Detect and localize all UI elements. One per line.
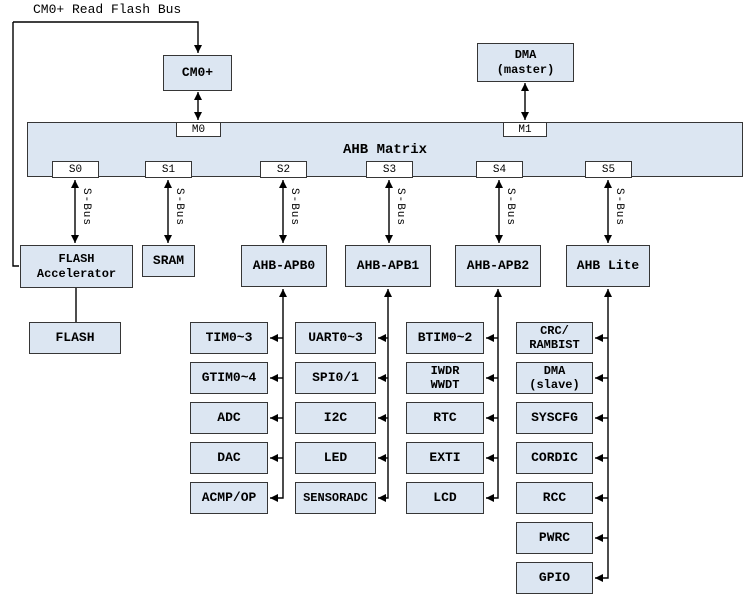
block-tim0-3: TIM0~3 — [190, 322, 268, 354]
block-i2c: I2C — [295, 402, 376, 434]
block-uart0-3: UART0~3 — [295, 322, 376, 354]
block-rcc: RCC — [516, 482, 593, 514]
block-iwdr-wwdt: IWDR WWDT — [406, 362, 484, 394]
sbus-label-s4: S-Bus — [504, 188, 516, 227]
block-pwrc: PWRC — [516, 522, 593, 554]
sbus-label-s3: S-Bus — [394, 188, 406, 227]
block-gpio: GPIO — [516, 562, 593, 594]
port-m1: M1 — [503, 122, 547, 137]
ahb-matrix-title: AHB Matrix — [342, 141, 427, 158]
block-flash: FLASH — [29, 322, 121, 354]
block-dma-slave: DMA (slave) — [516, 362, 593, 394]
block-adc: ADC — [190, 402, 268, 434]
block-acmp-op: ACMP/OP — [190, 482, 268, 514]
port-s1: S1 — [145, 161, 192, 178]
port-m0: M0 — [176, 122, 221, 137]
block-btim0-2: BTIM0~2 — [406, 322, 484, 354]
block-cordic: CORDIC — [516, 442, 593, 474]
block-ahb-apb1: AHB-APB1 — [345, 245, 431, 287]
block-crc-rambist: CRC/ RAMBIST — [516, 322, 593, 354]
block-led: LED — [295, 442, 376, 474]
port-s4: S4 — [476, 161, 523, 178]
block-ahb-apb0: AHB-APB0 — [241, 245, 327, 287]
sbus-label-s0: S-Bus — [80, 188, 92, 227]
block-sram: SRAM — [142, 245, 195, 277]
block-spi0-1: SPI0/1 — [295, 362, 376, 394]
block-cm0: CM0+ — [163, 55, 232, 91]
block-dac: DAC — [190, 442, 268, 474]
block-gtim0-4: GTIM0~4 — [190, 362, 268, 394]
port-s5: S5 — [585, 161, 632, 178]
port-s3: S3 — [366, 161, 413, 178]
sbus-label-s2: S-Bus — [288, 188, 300, 227]
block-sensoradc: SENSORADC — [295, 482, 376, 514]
block-ahb-apb2: AHB-APB2 — [455, 245, 541, 287]
block-lcd: LCD — [406, 482, 484, 514]
block-flash-accelerator: FLASH Accelerator — [20, 245, 133, 288]
block-exti: EXTI — [406, 442, 484, 474]
port-s0: S0 — [52, 161, 99, 178]
block-dma-master: DMA (master) — [477, 43, 574, 82]
block-rtc: RTC — [406, 402, 484, 434]
port-s2: S2 — [260, 161, 307, 178]
cm0-read-flash-bus-label: CM0+ Read Flash Bus — [33, 2, 182, 17]
block-ahb-lite: AHB Lite — [566, 245, 650, 287]
block-syscfg: SYSCFG — [516, 402, 593, 434]
sbus-label-s1: S-Bus — [173, 188, 185, 227]
sbus-label-s5: S-Bus — [613, 188, 625, 227]
